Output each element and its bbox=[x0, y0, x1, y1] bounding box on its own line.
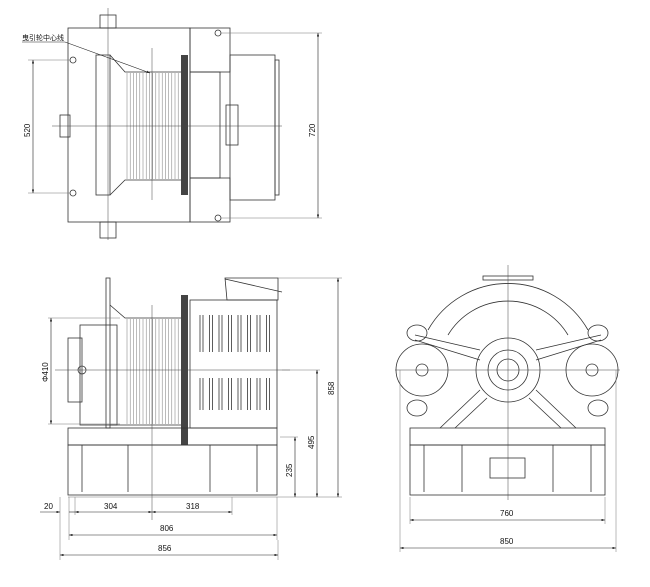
centerline-label: 曳引轮中心线 bbox=[22, 33, 64, 42]
gear-ring bbox=[181, 55, 188, 195]
dim-phi410: Φ410 bbox=[41, 362, 50, 382]
motor-corner-block bbox=[189, 177, 231, 223]
top-view: 曳引轮中心线 520 720 bbox=[22, 8, 322, 240]
dim-318: 318 bbox=[186, 502, 200, 511]
dim-304: 304 bbox=[104, 502, 118, 511]
motor-housing bbox=[229, 54, 276, 201]
side-view: 760 850 bbox=[395, 265, 620, 552]
terminal-box bbox=[224, 277, 283, 301]
encoder-block bbox=[225, 104, 239, 146]
dim-856: 856 bbox=[158, 544, 172, 553]
motor-body bbox=[189, 71, 221, 179]
dim-850: 850 bbox=[500, 537, 514, 546]
sheave-flange bbox=[95, 54, 111, 196]
mounting-hole-icon bbox=[69, 29, 222, 222]
support-legs bbox=[439, 389, 577, 429]
front-view: Φ410 858 495 235 20 304 318 806 856 bbox=[40, 277, 342, 560]
base-frame bbox=[409, 444, 606, 496]
dim-520: 520 bbox=[23, 123, 32, 137]
sheave-grooves bbox=[126, 319, 179, 424]
base-frame bbox=[67, 444, 278, 496]
base-top-plate bbox=[409, 427, 606, 446]
dim-858: 858 bbox=[327, 381, 336, 395]
dim-806: 806 bbox=[160, 524, 174, 533]
dim-760: 760 bbox=[500, 509, 514, 518]
dim-20: 20 bbox=[44, 502, 53, 511]
base-top-plate bbox=[67, 427, 278, 446]
motor-vent-slots bbox=[199, 315, 270, 410]
brake-assembly bbox=[79, 324, 118, 426]
leader-line bbox=[64, 41, 151, 74]
dim-235: 235 bbox=[285, 463, 294, 477]
dim-720: 720 bbox=[308, 123, 317, 137]
brake-arms bbox=[414, 334, 602, 361]
nameplate bbox=[489, 457, 526, 479]
motor-corner-block bbox=[189, 27, 231, 73]
dim-495: 495 bbox=[307, 435, 316, 449]
brake-mount-plate bbox=[105, 277, 111, 429]
motor-end-cap bbox=[274, 59, 280, 196]
